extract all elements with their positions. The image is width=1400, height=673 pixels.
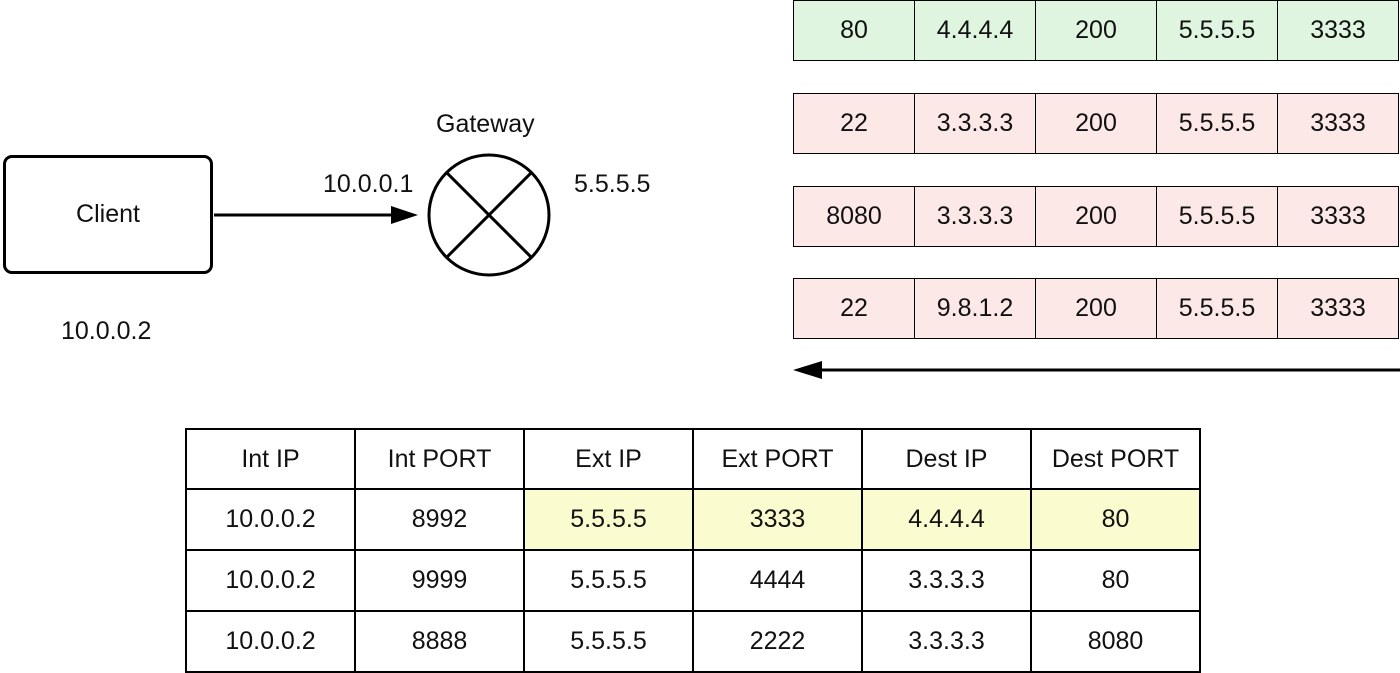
table-cell: 3.3.3.3: [861, 549, 1032, 612]
table-cell: 4444: [692, 549, 863, 612]
table-cell: 9999: [354, 549, 525, 612]
table-row: 10.0.0.2 9999 5.5.5.5 4444 3.3.3.3 80: [185, 549, 1201, 612]
table-cell: 10.0.0.2: [185, 488, 356, 551]
table-header-row: Int IP Int PORT Ext IP Ext PORT Dest IP …: [185, 428, 1201, 490]
table-cell: 8992: [354, 488, 525, 551]
client-label: Client: [76, 200, 140, 228]
packet-dest-ip: 5.5.5.5: [1156, 0, 1278, 61]
table-cell: 10.0.0.2: [185, 549, 356, 612]
column-header: Dest PORT: [1030, 428, 1201, 490]
table-cell: 8080: [1030, 610, 1201, 673]
column-header: Dest IP: [861, 428, 1032, 490]
packet-payload: 200: [1035, 93, 1157, 154]
packet-payload: 200: [1035, 186, 1157, 247]
packet-src-port: 80: [793, 0, 915, 61]
table-cell: 8888: [354, 610, 525, 673]
packet-row: 22 3.3.3.3 200 5.5.5.5 3333: [793, 93, 1400, 154]
column-header: Int IP: [185, 428, 356, 490]
table-row: 10.0.0.2 8888 5.5.5.5 2222 3.3.3.3 8080: [185, 610, 1201, 673]
table-cell: 5.5.5.5: [523, 488, 694, 551]
column-header: Int PORT: [354, 428, 525, 490]
packet-src-port: 22: [793, 93, 915, 154]
column-header: Ext IP: [523, 428, 694, 490]
packet-row: 8080 3.3.3.3 200 5.5.5.5 3333: [793, 186, 1400, 247]
client-node: Client: [3, 155, 213, 274]
packet-dest-ip: 5.5.5.5: [1156, 93, 1278, 154]
table-row: 10.0.0.2 8992 5.5.5.5 3333 4.4.4.4 80: [185, 488, 1201, 551]
table-cell: 4.4.4.4: [861, 488, 1032, 551]
table-cell: 3333: [692, 488, 863, 551]
packet-dest-port: 3333: [1277, 0, 1399, 61]
table-cell: 2222: [692, 610, 863, 673]
packet-row: 80 4.4.4.4 200 5.5.5.5 3333: [793, 0, 1400, 61]
packet-src-ip: 9.8.1.2: [914, 278, 1036, 339]
table-cell: 3.3.3.3: [861, 610, 1032, 673]
table-cell: 80: [1030, 549, 1201, 612]
packet-row: 22 9.8.1.2 200 5.5.5.5 3333: [793, 278, 1400, 339]
packet-src-ip: 3.3.3.3: [914, 93, 1036, 154]
incoming-traffic-arrow: [793, 361, 1400, 379]
gateway-internal-ip: 10.0.0.1: [323, 170, 414, 198]
table-cell: 80: [1030, 488, 1201, 551]
gateway-external-ip: 5.5.5.5: [574, 170, 651, 198]
packet-dest-ip: 5.5.5.5: [1156, 278, 1278, 339]
client-ip-label: 10.0.0.2: [61, 317, 152, 345]
packet-src-port: 8080: [793, 186, 915, 247]
packet-dest-port: 3333: [1277, 186, 1399, 247]
packet-dest-ip: 5.5.5.5: [1156, 186, 1278, 247]
packet-src-ip: 4.4.4.4: [914, 0, 1036, 61]
packet-dest-port: 3333: [1277, 93, 1399, 154]
packet-src-port: 22: [793, 278, 915, 339]
packet-payload: 200: [1035, 0, 1157, 61]
router-x-circle-icon: [427, 153, 551, 277]
packet-payload: 200: [1035, 278, 1157, 339]
nat-table: Int IP Int PORT Ext IP Ext PORT Dest IP …: [185, 428, 1201, 673]
table-cell: 5.5.5.5: [523, 549, 694, 612]
table-cell: 5.5.5.5: [523, 610, 694, 673]
client-to-gateway-arrow: [214, 206, 418, 224]
table-cell: 10.0.0.2: [185, 610, 356, 673]
gateway-title: Gateway: [436, 110, 535, 138]
packet-dest-port: 3333: [1277, 278, 1399, 339]
column-header: Ext PORT: [692, 428, 863, 490]
packet-src-ip: 3.3.3.3: [914, 186, 1036, 247]
